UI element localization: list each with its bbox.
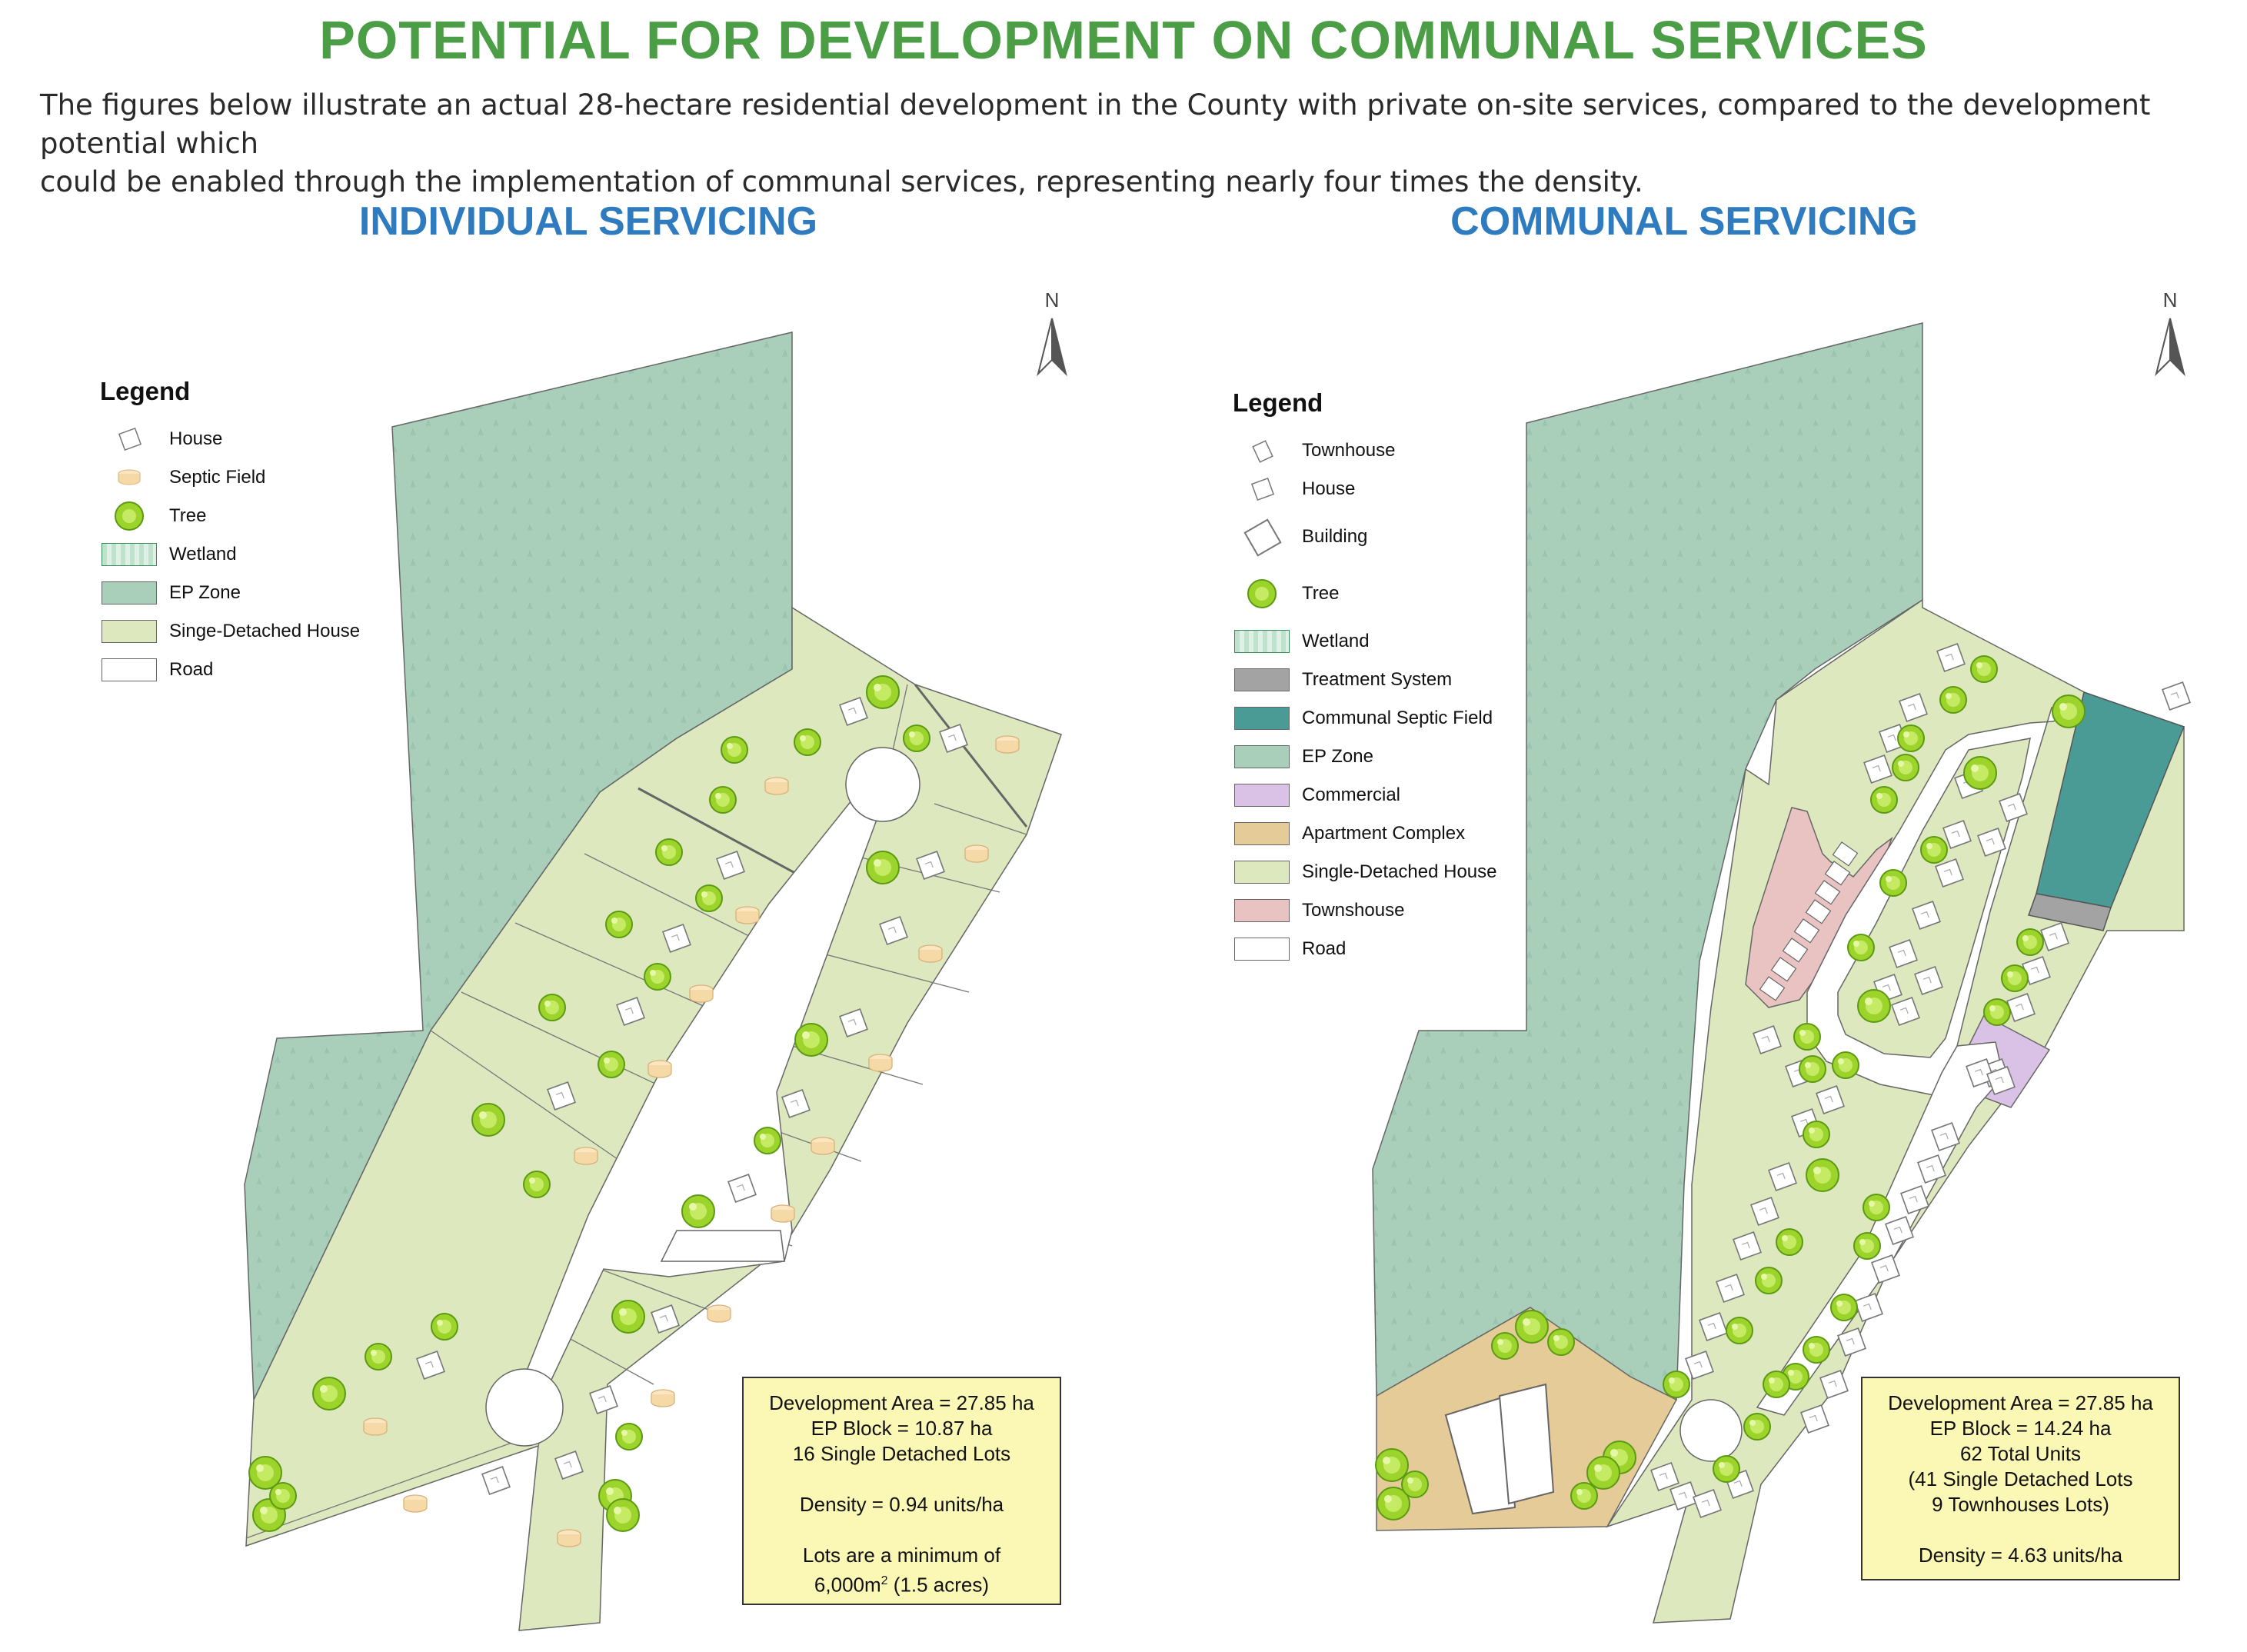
commercial-swatch — [1234, 784, 1290, 807]
info-line: EP Block = 10.87 ha — [811, 1417, 993, 1440]
info-line: 9 Townhouses Lots) — [1932, 1493, 2109, 1516]
townhouse-icon — [1233, 438, 1291, 463]
legend-item-house: House — [100, 420, 360, 458]
tree-icon — [100, 501, 158, 531]
legend-item-treatment-system: Treatment System — [1233, 661, 1497, 699]
communal-legend: Legend Townhouse House Building Tree Wet… — [1233, 388, 1497, 968]
north-label: N — [1044, 288, 1060, 311]
wetland-swatch — [102, 543, 157, 566]
info-line: 16 Single Detached Lots — [792, 1442, 1011, 1465]
legend-item-commercial: Commercial — [1233, 776, 1497, 814]
tree-icon — [1233, 579, 1291, 608]
legend-item-apartment-complex: Apartment Complex — [1233, 814, 1497, 853]
individual-legend: Legend House Septic Field Tree Wetland E… — [100, 377, 360, 689]
house-icon — [100, 427, 158, 451]
legend-item-building: Building — [1233, 508, 1497, 565]
treatment-system — [2028, 893, 2112, 931]
legend-item-ep-zone: EP Zone — [1233, 738, 1497, 776]
info-line: (41 Single Detached Lots — [1908, 1467, 2133, 1490]
single-detached-area-right — [1606, 598, 2185, 1624]
wetland-swatch — [1234, 630, 1290, 653]
legend-item-wetland: Wetland — [1233, 622, 1497, 661]
house-icon — [1233, 477, 1291, 501]
treatment-swatch — [1234, 668, 1290, 691]
ep-zone-swatch — [102, 581, 157, 605]
individual-panel-title: INDIVIDUAL SERVICING — [358, 199, 818, 244]
townhouse-swatch — [1234, 899, 1290, 922]
single-detached-swatch — [102, 620, 157, 643]
info-line: 62 Total Units — [1959, 1442, 2082, 1465]
info-line: Density = 0.94 units/ha — [799, 1493, 1004, 1516]
ep-zone-right — [1372, 322, 1923, 1401]
north-arrow-left: N — [1029, 288, 1075, 381]
apartment-swatch — [1234, 822, 1290, 845]
building-icon — [1233, 514, 1291, 560]
intro-paragraph: The figures below illustrate an actual 2… — [40, 86, 2224, 202]
legend-item-wetland: Wetland — [100, 535, 360, 574]
north-arrow-icon — [2155, 318, 2185, 377]
north-label: N — [2162, 288, 2178, 311]
legend-item-road: Road — [100, 651, 360, 689]
ep-zone-swatch — [1234, 745, 1290, 768]
info-line: Lots are a minimum of — [802, 1544, 1001, 1567]
intro-line-1: The figures below illustrate an actual 2… — [40, 88, 2151, 160]
info-line: Development Area = 27.85 ha — [769, 1391, 1034, 1414]
info-line: EP Block = 14.24 ha — [1929, 1417, 2112, 1440]
communal-septic-swatch — [1234, 707, 1290, 730]
legend-heading: Legend — [1233, 388, 1323, 417]
apartment-buildings — [1444, 1383, 1555, 1515]
road-swatch — [102, 658, 157, 681]
info-line: Development Area = 27.85 ha — [1888, 1391, 2153, 1414]
legend-item-townhouse-area: Townshouse — [1233, 891, 1497, 930]
single-detached-swatch — [1234, 861, 1290, 884]
info-line: 6,000m2 (1.5 acres) — [814, 1573, 990, 1597]
legend-item-tree: Tree — [1233, 565, 1497, 622]
page-title: POTENTIAL FOR DEVELOPMENT ON COMMUNAL SE… — [319, 10, 1928, 70]
legend-item-single-detached: Singe-Detached House — [100, 612, 360, 651]
legend-heading: Legend — [100, 377, 191, 405]
communal-panel-title: COMMUNAL SERVICING — [1450, 199, 1918, 244]
legend-item-tree: Tree — [100, 497, 360, 535]
septic-field-icon — [100, 465, 158, 490]
legend-item-septic-field: Septic Field — [100, 458, 360, 497]
north-arrow-right: N — [2147, 288, 2193, 381]
legend-item-road: Road — [1233, 930, 1497, 968]
legend-item-communal-septic-field: Communal Septic Field — [1233, 699, 1497, 738]
individual-info-box: Development Area = 27.85 ha EP Block = 1… — [742, 1377, 1061, 1605]
intro-line-2: could be enabled through the implementat… — [40, 165, 1643, 198]
communal-site-plan — [1372, 322, 2191, 1624]
road-swatch — [1234, 938, 1290, 961]
north-arrow-icon — [1037, 318, 1067, 377]
legend-item-ep-zone: EP Zone — [100, 574, 360, 612]
legend-item-townhouse: Townhouse — [1233, 431, 1497, 470]
legend-item-house: House — [1233, 470, 1497, 508]
info-line: Density = 4.63 units/ha — [1918, 1544, 2123, 1567]
communal-info-box: Development Area = 27.85 ha EP Block = 1… — [1861, 1377, 2180, 1580]
legend-item-single-detached: Single-Detached House — [1233, 853, 1497, 891]
individual-site-plan — [244, 331, 1062, 1631]
